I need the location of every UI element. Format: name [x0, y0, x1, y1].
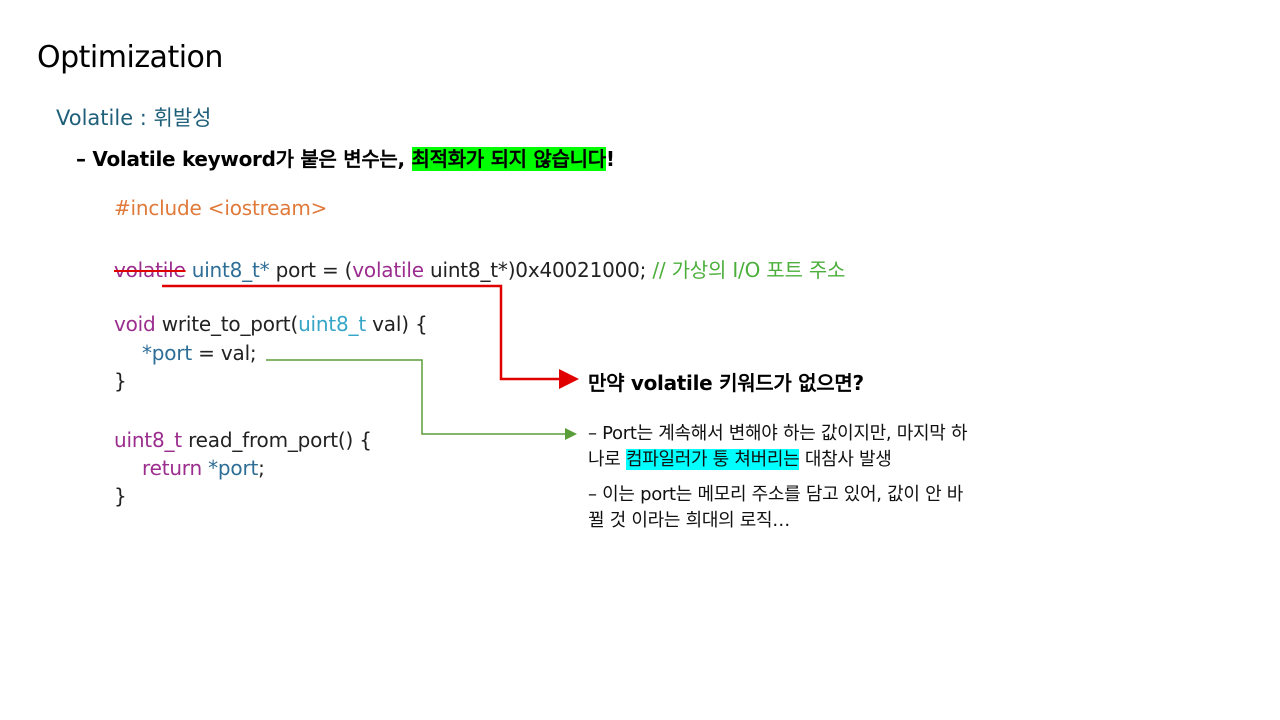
- note-title: 만약 volatile 키워드가 없으면?: [588, 371, 864, 395]
- code-text: ;: [258, 456, 265, 480]
- code-type: uint8_t*: [191, 258, 270, 282]
- code-deref: *port: [142, 341, 192, 365]
- code-type: uint8_t: [298, 312, 366, 336]
- note-paragraph-1: – Port는 계속해서 변해야 하는 값이지만, 마지막 하 나로 컴파일러가…: [588, 421, 968, 473]
- section-subtitle: Volatile : 휘발성: [56, 106, 212, 130]
- code-deref: *port: [201, 456, 259, 480]
- code-comment: // 가상의 I/O 포트 주소: [652, 258, 846, 282]
- code-text: read_from_port() {: [181, 428, 372, 452]
- code-text: port = (: [269, 258, 353, 282]
- bullet-prefix: – Volatile keyword가 붙은 변수는,: [76, 147, 412, 171]
- green-arrow: [266, 359, 577, 440]
- code-keyword: return: [142, 456, 202, 480]
- bullet-suffix: !: [605, 147, 615, 171]
- note-highlight: 컴파일러가 퉁 쳐버리는: [625, 449, 800, 470]
- note-line: 나로 컴파일러가 퉁 쳐버리는 대참사 발생: [588, 447, 967, 473]
- code-text: = val;: [192, 341, 257, 365]
- code-write-body: *port = val;: [142, 341, 257, 365]
- bullet-highlight: 최적화가 되지 않습니다: [411, 147, 606, 171]
- code-text: write_to_port(: [155, 312, 299, 336]
- code-include-line: #include <iostream>: [114, 196, 328, 220]
- code-text: val) {: [365, 312, 428, 336]
- note-line: – Port는 계속해서 변해야 하는 값이지만, 마지막 하: [588, 423, 968, 444]
- note-line: – 이는 port는 메모리 주소를 담고 있어, 값이 안 바: [588, 484, 964, 505]
- code-close-brace: }: [114, 369, 127, 393]
- note-text: 나로: [588, 449, 626, 470]
- code-read-signature: uint8_t read_from_port() {: [114, 428, 372, 452]
- code-type: uint8_t: [114, 428, 182, 452]
- code-text: uint8_t*)0x40021000;: [423, 258, 653, 282]
- note-text: 대참사 발생: [799, 449, 892, 470]
- red-arrow: [162, 284, 579, 389]
- code-struck-keyword: volatile: [114, 258, 186, 282]
- code-write-signature: void write_to_port(uint8_t val) {: [114, 312, 428, 336]
- code-keyword: void: [114, 312, 156, 336]
- page-title: Optimization: [37, 40, 223, 75]
- code-read-body: return *port;: [142, 456, 265, 480]
- bullet-volatile-description: – Volatile keyword가 붙은 변수는, 최적화가 되지 않습니다…: [76, 143, 615, 172]
- code-keyword: volatile: [352, 258, 424, 282]
- note-paragraph-2: – 이는 port는 메모리 주소를 담고 있어, 값이 안 바 뀔 것 이라는…: [588, 482, 963, 534]
- code-close-brace: }: [114, 484, 127, 508]
- note-line: 뀔 것 이라는 희대의 로직…: [588, 510, 790, 531]
- code-port-declaration: volatile uint8_t* port = (volatile uint8…: [114, 254, 845, 283]
